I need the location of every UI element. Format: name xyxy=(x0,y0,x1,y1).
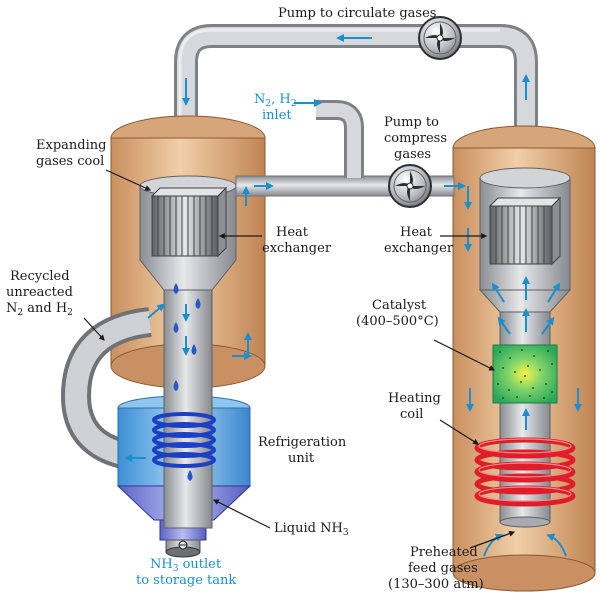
recycle-pipe xyxy=(60,307,161,473)
label-heat-exchanger-right: Heat xyxy=(400,225,433,240)
label-expanding-2: gases cool xyxy=(36,154,104,169)
left-heat-exchanger xyxy=(150,186,228,258)
circulation-pipe xyxy=(174,24,538,180)
flow-arrow-icon xyxy=(547,282,561,303)
label-recycled-2: unreacted xyxy=(6,285,73,300)
label-heating-coil: Heating xyxy=(388,391,441,406)
label-inlet-2: inlet xyxy=(262,108,292,123)
label-preheated: Preheated xyxy=(410,545,478,560)
label-pump-compress: Pump to xyxy=(384,115,439,130)
droplet-icon xyxy=(191,344,197,355)
flow-arrow-icon xyxy=(483,533,504,557)
label-recycled: Recycled xyxy=(10,269,70,284)
heating-coil xyxy=(474,437,576,507)
droplet-icon xyxy=(195,298,201,309)
droplet-icon xyxy=(173,322,179,333)
flow-arrow-icon xyxy=(491,282,505,303)
label-preheated-2: feed gases xyxy=(408,561,478,576)
flow-arrow-icon xyxy=(147,303,166,319)
right-heat-exchanger xyxy=(488,196,562,266)
label-heat-exchanger-left: Heat xyxy=(276,225,309,240)
pump-icon xyxy=(418,16,462,60)
label-refrigeration-2: unit xyxy=(288,451,315,466)
droplet-icon xyxy=(187,470,193,481)
label-pump-compress-3: gases xyxy=(394,147,431,162)
flow-arrow-icon xyxy=(541,316,555,335)
label-pump-circulate: Pump to circulate gases xyxy=(278,6,436,21)
flow-arrow-icon xyxy=(546,533,567,557)
label-outlet: NH3 outlet xyxy=(150,557,222,574)
flow-arrow-icon xyxy=(497,316,511,335)
label-heat-exchanger-left-2: exchanger xyxy=(262,241,332,256)
label-liquid-nh3: Liquid NH3 xyxy=(274,521,349,538)
label-preheated-3: (130–300 atm) xyxy=(388,577,484,592)
catalyst-bed xyxy=(492,344,558,404)
label-catalyst-2: (400–500°C) xyxy=(356,314,439,329)
inlet-pipe xyxy=(316,100,364,178)
label-heat-exchanger-right-2: exchanger xyxy=(384,241,454,256)
label-refrigeration: Refrigeration xyxy=(258,435,347,450)
label-pump-compress-2: compress xyxy=(384,131,447,146)
label-catalyst: Catalyst xyxy=(372,298,427,313)
flow-arrows xyxy=(124,34,582,557)
label-heating-coil-2: coil xyxy=(400,407,423,422)
label-recycled-3: N2 and H2 xyxy=(6,301,73,318)
leader-lines xyxy=(83,169,516,549)
label-outlet-2: to storage tank xyxy=(136,573,236,588)
droplets xyxy=(173,283,201,481)
droplet-icon xyxy=(173,380,179,391)
labels: Pump to circulate gases N2, H2 inlet Pum… xyxy=(6,6,484,592)
droplet-icon xyxy=(173,283,179,294)
label-inlet: N2, H2 xyxy=(254,92,296,109)
refrigeration-coil xyxy=(152,412,216,468)
label-expanding: Expanding xyxy=(36,138,106,153)
pump-icon xyxy=(388,164,432,208)
